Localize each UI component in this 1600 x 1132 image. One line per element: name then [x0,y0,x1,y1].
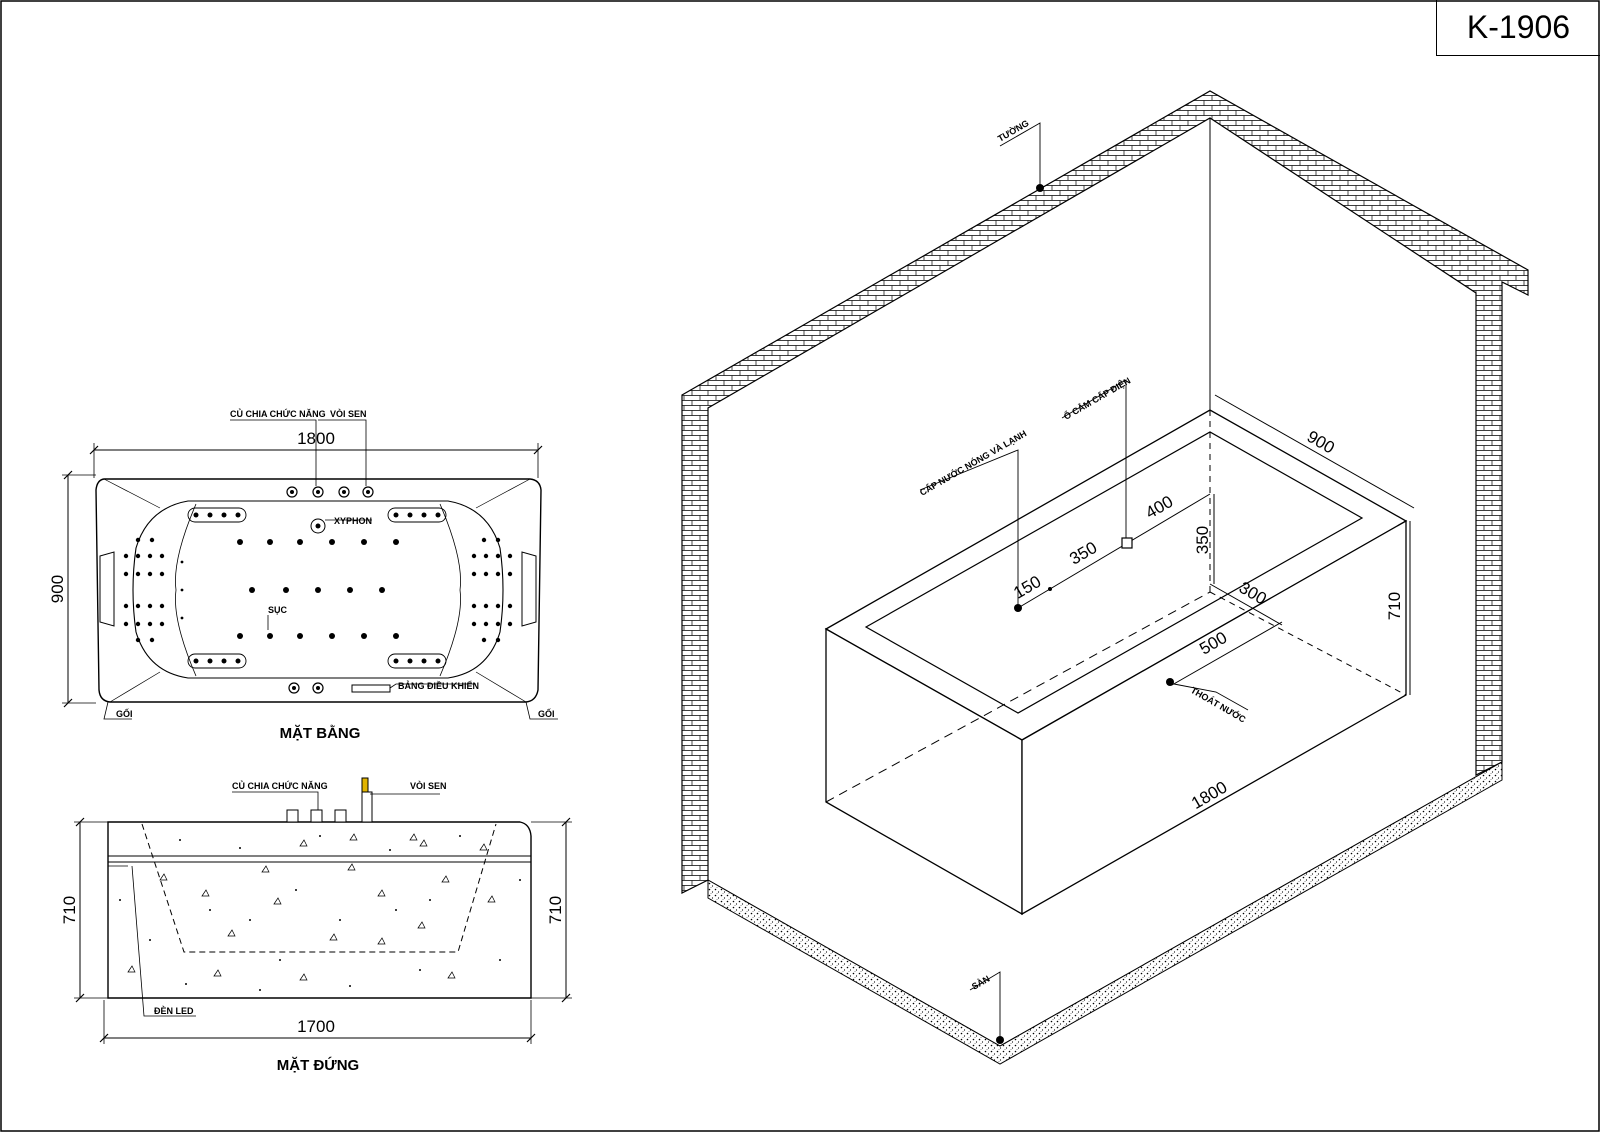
plan-label-control-panel: BẢNG ĐIỀU KHIỂN [398,680,479,691]
plan-inner-bowl [132,500,504,679]
plan-siphon [310,518,326,534]
plan-label-shower: VÒI SEN [330,408,367,419]
plan-leader-pillow-left [103,701,132,720]
iso-tub-rim-inner [864,431,1364,714]
plan-bottom-fixtures [288,682,391,694]
plan-jet-dots [123,512,513,664]
iso-drain-point [1166,678,1174,686]
elev-label-led: ĐÈN LED [154,1006,194,1016]
iso-dim-900-line [1214,394,1415,509]
plan-label-diverter: CỦ CHIA CHỨC NĂNG [230,408,326,419]
iso-leader-power [1061,379,1127,538]
plan-dim-width: 900 [48,575,67,603]
iso-leader-water [919,449,1019,604]
plan-siphon-center [315,523,321,529]
elev-title: MẶT ĐỨNG [277,1056,359,1074]
elev-shower-handle [361,777,369,793]
model-number-box: K-1906 [1436,0,1600,56]
elev-dim-height-right: 710 [546,896,565,924]
elevation-view: CỦ CHIA CHỨC NĂNG VÒI SEN ĐÈN LED 710 71… [60,777,572,1074]
iso-power-socket [1121,537,1133,549]
plan-dim-ticks [89,445,543,455]
plan-jet-groups [187,507,447,669]
plan-leader-diverter [230,419,317,486]
iso-dim-710: 710 [1385,592,1404,620]
iso-dim-wall-tick2 [1048,587,1052,591]
elev-leader-led [131,865,196,1017]
plan-corner-lines [103,478,531,703]
plan-dim-width-ticks [63,470,73,708]
iso-leader-wall [999,122,1041,188]
plan-bowl-curve-right [439,503,461,677]
plan-label-pillow-right: GỐI [538,708,555,719]
iso-leader-floor [969,971,1001,1040]
elev-label-diverter: CỦ CHIA CHỨC NĂNG [232,780,328,791]
plan-title: MẶT BẰNG [280,724,361,742]
iso-view: 900 400 350 150 350 300 500 710 1800 [681,90,1529,1065]
iso-dim-500-line [1171,621,1283,686]
iso-floor-slab [707,761,1503,1065]
iso-dim-350v: 350 [1193,526,1212,554]
iso-label-water-supply: CẤP NƯỚC NÓNG VÀ LẠNH [918,427,1029,497]
elev-dim-length: 1700 [297,1017,335,1036]
elev-tub-body [107,821,532,999]
iso-dim-300-line [1209,583,1283,626]
elev-fixtures [286,791,373,823]
plan-pillow-right [521,551,537,627]
plan-leader-pillow-right [525,701,558,720]
elev-inner-bowl [141,823,497,953]
iso-label-wall: TƯỜNG [996,117,1031,144]
elev-leader-diverter [232,791,319,810]
elev-speckles [127,833,496,981]
plan-top-fixtures [286,486,374,498]
iso-dim-900: 900 [1304,427,1338,458]
elev-dim-height-left: 710 [60,896,79,924]
iso-hidden-edge-3 [1209,591,1407,696]
iso-water-point [1014,604,1022,612]
iso-hidden-edge-1 [825,591,1211,803]
elev-label-shower: VÒI SEN [410,780,447,791]
plan-leader-control [389,683,476,689]
plan-bowl-curve-left [175,503,197,677]
plan-label-siphon: XYPHON [334,516,372,526]
elev-dim-right-ticks [561,817,571,1003]
elev-dim-length-ticks [99,1033,536,1043]
iso-leader-drain [1173,683,1249,711]
model-number: K-1906 [1466,9,1571,45]
elev-dim-left-ticks [75,817,85,1003]
plan-label-jet: SỤC [268,605,288,615]
plan-leader-shower [318,419,367,486]
plan-pillow-left [99,551,115,627]
iso-label-floor: SÀN [970,974,991,992]
elev-dots [119,835,521,991]
plan-view: 1800 900 [48,408,558,742]
iso-label-power-socket: Ổ CẮM CẤP ĐIỆN [1062,375,1133,422]
plan-label-pillow-left: GỐI [116,708,133,719]
